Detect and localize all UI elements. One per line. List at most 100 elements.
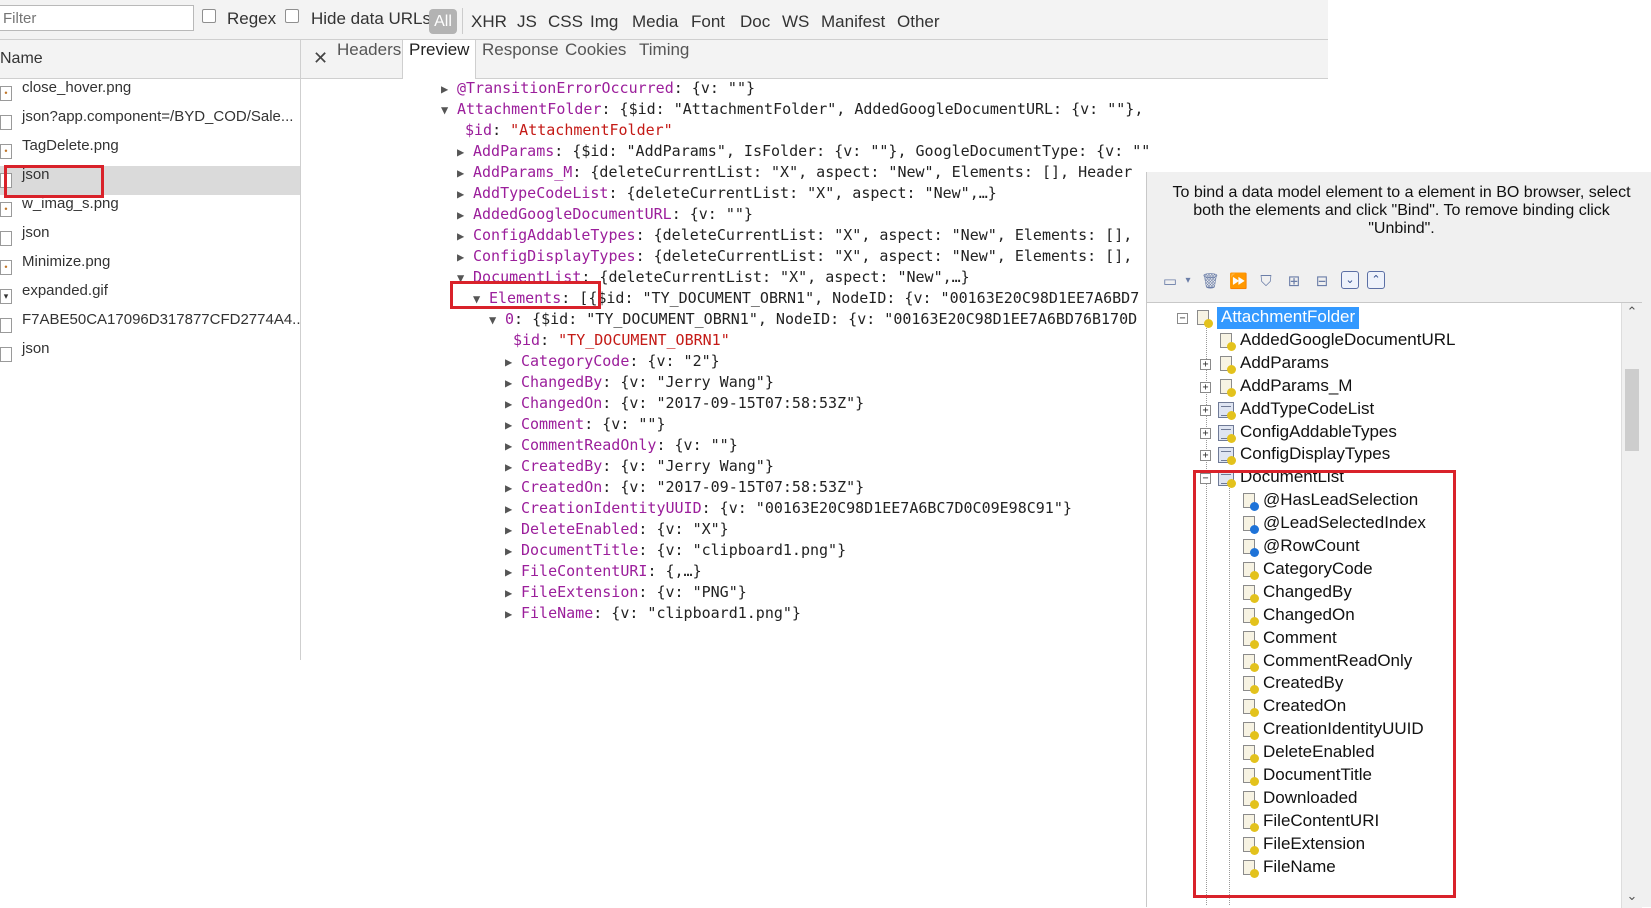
tab-headers[interactable]: Headers [337, 40, 402, 59]
collapsed-triangle-icon[interactable]: ▶ [505, 460, 513, 474]
request-row[interactable]: ▾expanded.gif [0, 282, 300, 311]
tree-node-label[interactable]: Comment [1263, 627, 1337, 647]
expanded-triangle-icon[interactable]: ▼ [489, 313, 497, 327]
tree-icon[interactable]: ⊟ [1315, 272, 1329, 290]
request-row[interactable]: json [0, 340, 300, 369]
tree-node-label[interactable]: FileName [1263, 856, 1336, 876]
expand-icon[interactable]: + [1200, 450, 1211, 462]
json-line[interactable]: ▼AttachmentFolder: {$id: "AttachmentFold… [441, 98, 1151, 120]
request-row[interactable]: •w_imag_s.png [0, 195, 300, 224]
json-line[interactable]: ▶AddedGoogleDocumentURL: {v: ""} [457, 203, 753, 225]
type-filter-doc[interactable]: Doc [740, 12, 771, 31]
json-line[interactable]: ▼DocumentList: {deleteCurrentList: "X", … [457, 266, 970, 288]
collapsed-triangle-icon[interactable]: ▶ [505, 439, 513, 453]
tree-node-label[interactable]: ChangedOn [1263, 604, 1355, 624]
expand-all-icon[interactable]: ⌄ [1341, 271, 1359, 289]
collapsed-triangle-icon[interactable]: ▶ [505, 481, 513, 495]
tab-timing[interactable]: Timing [639, 40, 690, 59]
expanded-triangle-icon[interactable]: ▼ [441, 103, 449, 117]
json-line[interactable]: ▶ConfigAddableTypes: {deleteCurrentList:… [457, 224, 1132, 246]
collapsed-triangle-icon[interactable]: ▶ [505, 544, 513, 558]
json-line[interactable]: ▶AddParams_M: {deleteCurrentList: "X", a… [457, 161, 1132, 183]
name-column-header[interactable]: Name [0, 40, 300, 79]
new-icon[interactable]: ▭ [1162, 272, 1178, 290]
scroll-thumb[interactable] [1625, 369, 1639, 451]
request-row[interactable]: •TagDelete.png [0, 137, 300, 166]
json-line[interactable]: ▶ChangedBy: {v: "Jerry Wang"} [505, 371, 774, 393]
collapsed-triangle-icon[interactable]: ▶ [505, 418, 513, 432]
json-line[interactable]: ▶AddParams: {$id: "AddParams", IsFolder:… [457, 140, 1151, 162]
tab-response[interactable]: Response [482, 40, 559, 59]
tree-node-label[interactable]: DocumentList [1240, 467, 1344, 487]
json-line[interactable]: ▼Elements: [{$id: "TY_DOCUMENT_OBRN1", N… [473, 287, 1139, 309]
collapsed-triangle-icon[interactable]: ▶ [457, 208, 465, 222]
collapsed-triangle-icon[interactable]: ▶ [505, 607, 513, 621]
scroll-up-icon[interactable]: ⌃ [1626, 305, 1638, 320]
collapsed-triangle-icon[interactable]: ▶ [457, 166, 465, 180]
tree-node-label[interactable]: ChangedBy [1263, 581, 1352, 601]
collapsed-triangle-icon[interactable]: ▶ [505, 355, 513, 369]
expand-icon[interactable]: + [1200, 358, 1211, 370]
json-line[interactable]: ▶CreationIdentityUUID: {v: "00163E20C98D… [505, 497, 1072, 519]
json-line[interactable]: ▶FileName: {v: "clipboard1.png"} [505, 602, 801, 624]
collapsed-triangle-icon[interactable]: ▶ [505, 586, 513, 600]
expand-icon[interactable]: + [1200, 381, 1211, 393]
collapsed-triangle-icon[interactable]: ▶ [505, 565, 513, 579]
json-line[interactable]: ▶DocumentTitle: {v: "clipboard1.png"} [505, 539, 846, 561]
tree-node-label[interactable]: AddTypeCodeList [1240, 398, 1375, 418]
tree-node-label[interactable]: CreatedBy [1263, 673, 1344, 693]
collapse-icon[interactable]: − [1200, 473, 1211, 485]
collapsed-triangle-icon[interactable]: ▶ [457, 229, 465, 243]
request-row[interactable]: json [0, 224, 300, 253]
forward-icon[interactable]: ⏩ [1229, 272, 1248, 290]
tree-node-label[interactable]: @LeadSelectedIndex [1263, 513, 1426, 533]
type-filter-all[interactable]: All [429, 9, 457, 34]
expanded-triangle-icon[interactable]: ▼ [473, 292, 481, 306]
json-line[interactable]: ▶@TransitionErrorOccurred: {v: ""} [441, 79, 755, 99]
tree-node-label[interactable]: AttachmentFolder [1217, 307, 1360, 329]
expand-icon[interactable]: + [1200, 427, 1211, 439]
dropdown-chevron-icon[interactable]: ▾ [1185, 275, 1191, 286]
tab-cookies[interactable]: Cookies [565, 40, 627, 59]
collapse-icon[interactable]: − [1177, 313, 1188, 324]
type-filter-img[interactable]: Img [590, 12, 619, 31]
json-line[interactable]: ▶CreatedOn: {v: "2017-09-15T07:58:53Z"} [505, 476, 864, 498]
request-row[interactable]: json [0, 166, 300, 195]
request-row[interactable]: json?app.component=/BYD_COD/Sale... [0, 108, 300, 137]
tree-node-label[interactable]: FileContentURI [1263, 810, 1380, 830]
tree-node-label[interactable]: DeleteEnabled [1263, 742, 1375, 762]
json-line[interactable]: ▶ChangedOn: {v: "2017-09-15T07:58:53Z"} [505, 392, 864, 414]
collapsed-triangle-icon[interactable]: ▶ [505, 523, 513, 537]
filter-icon[interactable]: ⛉ [1260, 272, 1272, 290]
tree-node-label[interactable]: Downloaded [1263, 787, 1358, 807]
close-icon[interactable]: ✕ [313, 48, 329, 68]
json-line[interactable]: ▶CreatedBy: {v: "Jerry Wang"} [505, 455, 774, 477]
expanded-triangle-icon[interactable]: ▼ [457, 271, 465, 285]
json-line[interactable]: ▶Comment: {v: ""} [505, 413, 666, 435]
hide-data-urls-checkbox[interactable] [285, 9, 299, 23]
json-line[interactable]: ▶DeleteEnabled: {v: "X"} [505, 518, 729, 540]
tree-node-label[interactable]: FileExtension [1263, 833, 1366, 853]
tree-node-label[interactable]: AddParams [1240, 352, 1329, 372]
json-line[interactable]: ▶FileContentURI: {,…} [505, 560, 702, 582]
type-filter-other[interactable]: Other [897, 12, 940, 31]
type-filter-ws[interactable]: WS [782, 12, 810, 31]
tree-node-label[interactable]: ConfigDisplayTypes [1240, 444, 1391, 464]
type-filter-font[interactable]: Font [691, 12, 726, 31]
request-row[interactable]: F7ABE50CA17096D317877CFD2774A4... [0, 311, 300, 340]
collapsed-triangle-icon[interactable]: ▶ [505, 502, 513, 516]
tree-node-label[interactable]: @RowCount [1263, 536, 1360, 555]
json-line[interactable]: ▶CategoryCode: {v: "2"} [505, 350, 720, 372]
tree-scrollbar[interactable]: ⌃ ⌄ [1621, 303, 1642, 908]
tree-node-label[interactable]: ConfigAddableTypes [1240, 421, 1397, 441]
expand-icon[interactable]: + [1200, 404, 1211, 416]
type-filter-css[interactable]: CSS [548, 12, 583, 31]
type-filter-manifest[interactable]: Manifest [821, 12, 886, 31]
tree-node-label[interactable]: CreatedOn [1263, 696, 1347, 716]
collapsed-triangle-icon[interactable]: ▶ [457, 187, 465, 201]
tree-node-label[interactable]: AddedGoogleDocumentURL [1240, 329, 1456, 349]
tree-node-label[interactable]: CommentReadOnly [1263, 650, 1413, 670]
type-filter-media[interactable]: Media [632, 12, 679, 31]
hierarchy-icon[interactable]: ⊞ [1287, 272, 1301, 290]
type-filter-xhr[interactable]: XHR [471, 12, 507, 31]
